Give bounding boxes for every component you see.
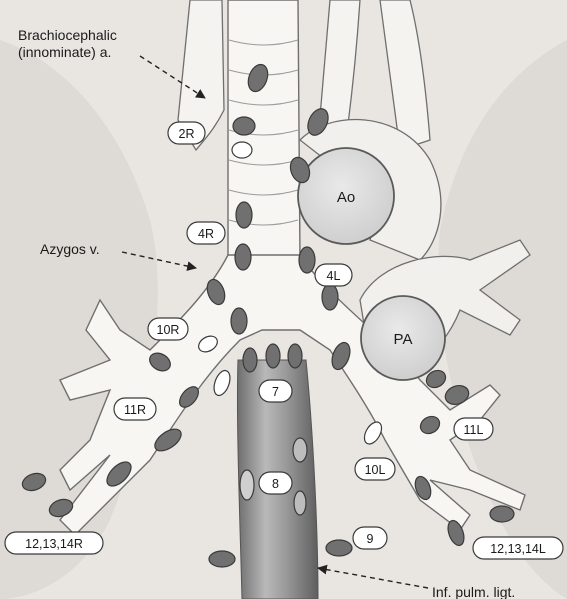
station-7-label: 7: [272, 385, 279, 399]
node-8-c: [294, 491, 306, 515]
station-8-label: 8: [272, 477, 279, 491]
pulmonary-artery-label: PA: [394, 331, 413, 348]
station-12L-label: 12,13,14L: [490, 542, 546, 556]
station-8: 8: [259, 472, 292, 494]
azygos-label: Azygos v.: [40, 241, 100, 257]
station-10R-label: 10R: [157, 323, 180, 337]
station-12R-label: 12,13,14R: [25, 537, 83, 551]
brachiocephalic-label-line2: (innominate) a.: [18, 44, 111, 60]
node-8-b: [240, 470, 254, 500]
inf-pulm-ligt-label: Inf. pulm. ligt.: [432, 584, 515, 599]
node-4L-b: [299, 247, 315, 273]
station-10L: 10L: [355, 458, 395, 480]
aorta-label: Ao: [337, 189, 355, 206]
station-4L: 4L: [315, 264, 352, 286]
station-11L: 11L: [454, 418, 493, 440]
station-12R: 12,13,14R: [5, 532, 103, 554]
node-12L-c: [490, 506, 514, 522]
node-10R-b: [231, 308, 247, 334]
node-7-c: [243, 348, 257, 372]
station-11R: 11R: [114, 398, 156, 420]
station-4R-label: 4R: [198, 227, 214, 241]
station-9-label: 9: [367, 532, 374, 546]
node-7-a: [266, 344, 280, 368]
station-4L-label: 4L: [327, 269, 341, 283]
node-4R-a: [236, 202, 252, 228]
brachiocephalic-label-line1: Brachiocephalic: [18, 27, 117, 43]
station-11R-label: 11R: [124, 403, 146, 417]
station-2R: 2R: [168, 122, 205, 144]
station-10R: 10R: [148, 318, 188, 340]
node-9-a: [209, 551, 235, 567]
node-11R-b: [211, 368, 233, 397]
node-9-b: [326, 540, 352, 556]
node-4L-c: [322, 284, 338, 310]
inf-pulm-ligt-arrow: [318, 568, 428, 588]
node-2R-b: [233, 117, 255, 135]
station-12L: 12,13,14L: [473, 537, 563, 559]
station-11L-label: 11L: [464, 423, 484, 437]
station-10L-label: 10L: [365, 463, 386, 477]
station-2R-label: 2R: [179, 127, 195, 141]
station-9: 9: [353, 527, 387, 549]
node-4R-b: [235, 244, 251, 270]
station-7: 7: [259, 380, 292, 402]
node-8-a: [293, 438, 307, 462]
station-4R: 4R: [187, 222, 225, 244]
node-7-b: [288, 344, 302, 368]
node-azygos-top: [232, 142, 252, 158]
